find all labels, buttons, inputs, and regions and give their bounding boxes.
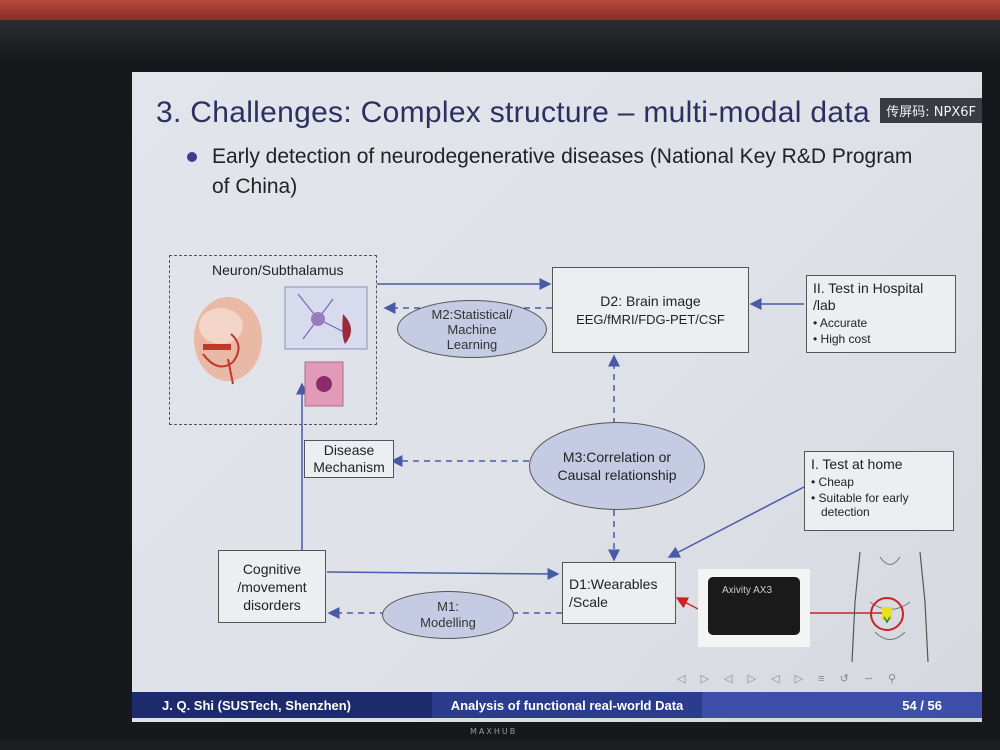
disease-mechanism-label: Disease Mechanism bbox=[305, 442, 393, 476]
hospital-item: • High cost bbox=[813, 332, 949, 346]
neuron-panel: Neuron/Subthalamus bbox=[169, 255, 377, 425]
cognitive-label: Cognitive /movement disorders bbox=[232, 560, 312, 614]
ceiling-strip bbox=[0, 0, 1000, 20]
footer-center: Analysis of functional real-world Data bbox=[432, 692, 702, 718]
m1-ellipse: M1: Modelling bbox=[382, 591, 514, 639]
slide-footer: J. Q. Shi (SUSTech, Shenzhen) Analysis o… bbox=[132, 692, 982, 718]
cognitive-box: Cognitive /movement disorders bbox=[218, 550, 326, 623]
hospital-item: • Accurate bbox=[813, 316, 949, 330]
d1-box: D1:Wearables /Scale bbox=[562, 562, 676, 624]
d2-title: D2: bbox=[600, 293, 622, 309]
presentation-slide: 传屏码: NPX6F 3. Challenges: Complex struct… bbox=[132, 72, 982, 722]
d2-subtitle: EEG/fMRI/FDG-PET/CSF bbox=[576, 312, 725, 327]
footer-page-number: 54 / 56 bbox=[702, 692, 982, 718]
brain-illustration bbox=[173, 284, 373, 414]
m3-label: M3:Correlation or Causal relationship bbox=[557, 448, 677, 484]
disease-mechanism-box: Disease Mechanism bbox=[304, 440, 394, 478]
footer-author: J. Q. Shi (SUSTech, Shenzhen) bbox=[132, 692, 432, 718]
beamer-navigation-icons[interactable]: ◁ ▷ ◁ ▷ ◁ ▷ ≡ ↺ ∽ ⚲ bbox=[677, 672, 902, 685]
m3-ellipse: M3:Correlation or Causal relationship bbox=[529, 422, 705, 510]
home-item: • Cheap bbox=[811, 475, 947, 489]
m2-ellipse: M2:Statistical/ Machine Learning bbox=[397, 300, 547, 358]
hospital-box: II. Test in Hospital /lab • Accurate • H… bbox=[806, 275, 956, 353]
neuron-label: Neuron/Subthalamus bbox=[212, 262, 344, 278]
hospital-title: II. Test in Hospital /lab bbox=[813, 280, 943, 314]
d2-text: Brain image bbox=[626, 293, 701, 309]
home-title: I. Test at home bbox=[811, 456, 947, 472]
m2-label: M2:Statistical/ Machine Learning bbox=[422, 307, 522, 352]
device-text: Axivity AX3 bbox=[722, 585, 772, 596]
wearable-device-photo: Axivity AX3 bbox=[698, 569, 810, 647]
m1-label: M1: Modelling bbox=[413, 599, 483, 631]
monitor-brand: MAXHUB bbox=[470, 727, 517, 736]
body-sketch bbox=[840, 542, 940, 672]
home-box: I. Test at home • Cheap • Suitable for e… bbox=[804, 451, 954, 531]
d1-label: D1:Wearables /Scale bbox=[569, 575, 669, 611]
home-item: • Suitable for early detection bbox=[811, 491, 947, 519]
d2-box: D2: Brain image EEG/fMRI/FDG-PET/CSF bbox=[552, 267, 749, 353]
